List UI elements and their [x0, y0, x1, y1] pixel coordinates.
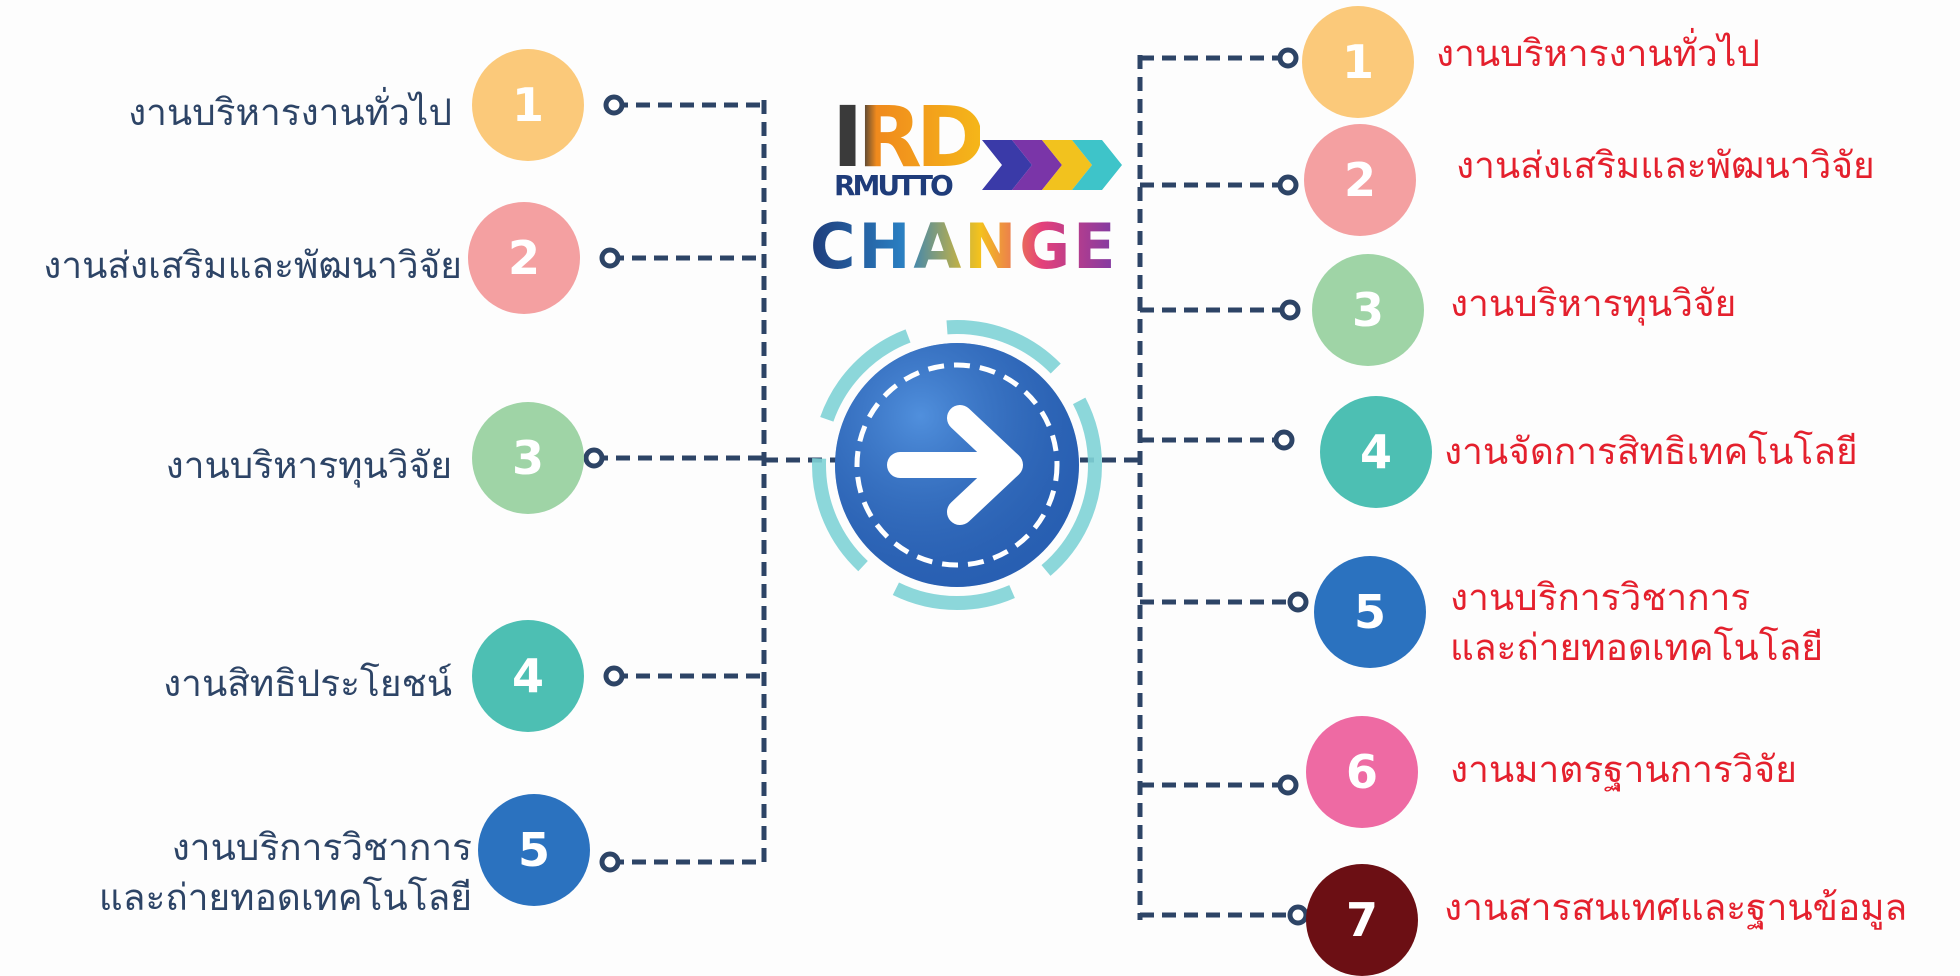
left-label-1: งานบริหารงานทั่วไป	[128, 91, 452, 134]
right-label-4: งานจัดการสิทธิเทคโนโลยี	[1444, 430, 1858, 473]
left-connector-dot-4	[603, 665, 625, 687]
left-node-1: 1	[472, 49, 584, 161]
right-node-5: 5	[1314, 556, 1426, 668]
right-label-5: งานบริการวิชาการ	[1450, 576, 1751, 619]
arrow-icon	[812, 320, 1102, 610]
right-label-7: งานสารสนเทศและฐานข้อมูล	[1444, 886, 1908, 929]
right-label-1: งานบริหารงานทั่วไป	[1436, 32, 1760, 75]
right-connector-dot-2	[1277, 174, 1299, 196]
right-connector-dot-1	[1277, 47, 1299, 69]
right-node-7: 7	[1306, 864, 1418, 976]
left-label-5: งานบริการวิชาการ	[171, 826, 472, 869]
right-connector-dot-7	[1287, 904, 1309, 926]
left-label-3: งานบริหารทุนวิจัย	[165, 444, 452, 487]
right-label-3: งานบริหารทุนวิจัย	[1450, 282, 1737, 325]
logo-change-text: CHANGE	[810, 210, 1119, 283]
ird-change-logo: IRD RMUTTO CHANGE	[800, 95, 1120, 625]
right-label-5-line2: และถ่ายทอดเทคโนโลยี	[1450, 626, 1824, 669]
left-node-3: 3	[472, 402, 584, 514]
right-node-4: 4	[1320, 396, 1432, 508]
right-connector-dot-4	[1273, 429, 1295, 451]
right-label-6: งานมาตรฐานการวิจัย	[1450, 748, 1797, 791]
chevron-arrows-icon	[982, 140, 1122, 190]
right-label-2: งานส่งเสริมและพัฒนาวิจัย	[1456, 144, 1875, 187]
logo-rmutto-text: RMUTTO	[834, 169, 954, 202]
left-connector-dot-3	[583, 447, 605, 469]
right-connector-dot-5	[1287, 591, 1309, 613]
left-connector-dot-1	[603, 94, 625, 116]
left-connector-dot-2	[599, 247, 621, 269]
right-connector-dot-3	[1279, 299, 1301, 321]
left-label-5-line2: และถ่ายทอดเทคโนโลยี	[98, 876, 472, 919]
right-node-6: 6	[1306, 716, 1418, 828]
right-connector-dot-6	[1277, 774, 1299, 796]
left-label-2: งานส่งเสริมและพัฒนาวิจัย	[43, 244, 462, 287]
logo-ird-text: IRD	[832, 88, 986, 186]
left-label-4: งานสิทธิประโยชน์	[163, 662, 452, 705]
left-node-5: 5	[478, 794, 590, 906]
right-node-2: 2	[1304, 124, 1416, 236]
right-node-3: 3	[1312, 254, 1424, 366]
left-node-2: 2	[468, 202, 580, 314]
left-connector-dot-5	[599, 851, 621, 873]
left-node-4: 4	[472, 620, 584, 732]
right-node-1: 1	[1302, 6, 1414, 118]
